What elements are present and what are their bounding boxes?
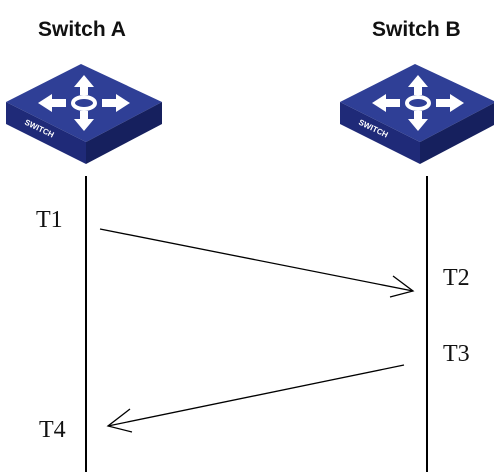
switch-b-icon: SWITCH xyxy=(340,64,494,164)
t2-label: T2 xyxy=(443,265,470,291)
switch-a-title: Switch A xyxy=(38,18,126,41)
t4-label: T4 xyxy=(39,417,66,443)
t1-label: T1 xyxy=(36,207,63,233)
switch-a-icon: SWITCH xyxy=(6,64,162,164)
message-b-to-a-arrow xyxy=(106,364,405,433)
switch-b-title: Switch B xyxy=(372,18,461,41)
t3-label: T3 xyxy=(443,341,470,367)
message-a-to-b-arrow xyxy=(99,228,415,298)
